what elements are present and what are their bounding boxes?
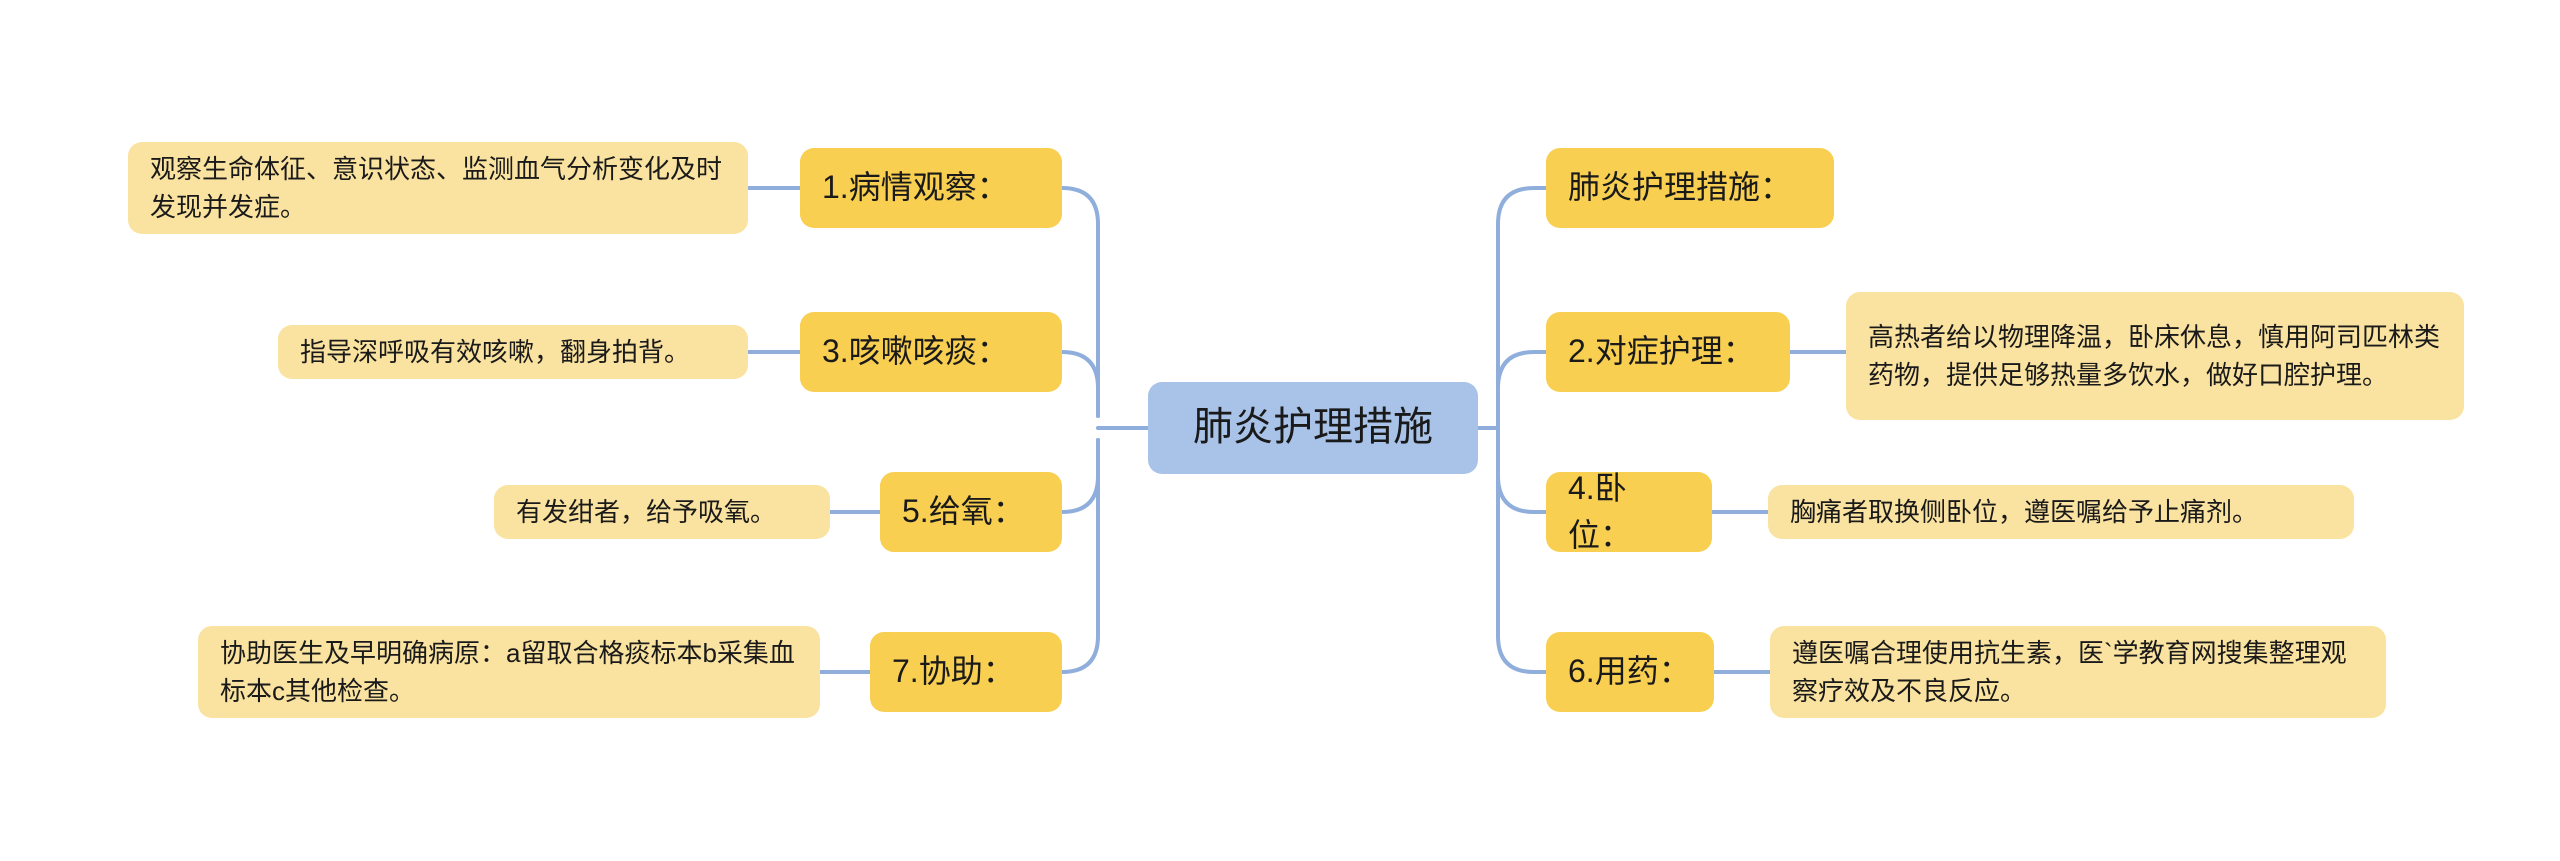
wire-left-elbow-3 [1060,438,1100,514]
wire-right-elbow-3 [1496,426,1548,514]
right-branch-label-4: 6.用药： [1568,653,1691,690]
left-branch-label-2: 3.咳嗽咳痰： [822,333,1009,370]
wire-right-elbow-4 [1496,426,1548,674]
left-branch-box-1[interactable]: 1.病情观察： [800,148,1062,228]
right-detail-box-3[interactable]: 胸痛者取换侧卧位，遵医嘱给予止痛剂。 [1768,485,2354,539]
left-detail-text-1: 观察生命体征、意识状态、监测血气分析变化及时发现并发症。 [150,153,723,222]
right-branch-box-2[interactable]: 2.对症护理： [1546,312,1790,392]
wire-right-elbow-2 [1496,350,1548,430]
right-detail-text-3: 胸痛者取换侧卧位，遵医嘱给予止痛剂。 [1790,496,2259,527]
left-detail-box-1[interactable]: 观察生命体征、意识状态、监测血气分析变化及时发现并发症。 [128,142,748,234]
root-label: 肺炎护理措施 [1193,405,1433,450]
root-node[interactable]: 肺炎护理措施 [1148,382,1478,474]
left-branch-box-4[interactable]: 7.协助： [870,632,1062,712]
right-branch-box-1[interactable]: 肺炎护理措施： [1546,148,1834,228]
left-detail-box-4[interactable]: 协助医生及早明确病原：a留取合格痰标本b采集血标本c其他检查。 [198,626,820,718]
left-branch-label-1: 1.病情观察： [822,169,1009,206]
left-branch-label-3: 5.给氧： [902,493,1025,530]
left-branch-box-2[interactable]: 3.咳嗽咳痰： [800,312,1062,392]
right-detail-box-2[interactable]: 高热者给以物理降温，卧床休息，慎用阿司匹林类药物，提供足够热量多饮水，做好口腔护… [1846,292,2464,420]
right-branch-label-1: 肺炎护理措施： [1568,169,1793,206]
right-detail-text-4: 遵医嘱合理使用抗生素，医`学教育网搜集整理观察疗效及不良反应。 [1792,637,2347,706]
right-branch-label-3: 4.卧位： [1568,469,1633,553]
wire-left-elbow-4 [1060,438,1100,674]
left-detail-text-2: 指导深呼吸有效咳嗽，翻身拍背。 [300,336,691,367]
left-branch-box-3[interactable]: 5.给氧： [880,472,1062,552]
right-branch-box-3[interactable]: 4.卧位： [1546,470,1712,553]
wire-right-elbow-1 [1496,186,1548,430]
right-detail-text-2: 高热者给以物理降温，卧床休息，慎用阿司匹林类药物，提供足够热量多饮水，做好口腔护… [1868,321,2441,390]
left-detail-box-3[interactable]: 有发绀者，给予吸氧。 [494,485,830,539]
wire-left-elbow-2 [1060,350,1100,418]
right-branch-box-4[interactable]: 6.用药： [1546,632,1714,712]
right-branch-label-2: 2.对症护理： [1568,333,1755,370]
right-detail-box-4[interactable]: 遵医嘱合理使用抗生素，医`学教育网搜集整理观察疗效及不良反应。 [1770,626,2386,718]
left-branch-label-4: 7.协助： [892,653,1015,690]
wire-left-elbow-1 [1060,186,1100,418]
left-detail-text-4: 协助医生及早明确病原：a留取合格痰标本b采集血标本c其他检查。 [220,637,795,706]
left-detail-text-3: 有发绀者，给予吸氧。 [516,496,777,527]
left-detail-box-2[interactable]: 指导深呼吸有效咳嗽，翻身拍背。 [278,325,748,379]
